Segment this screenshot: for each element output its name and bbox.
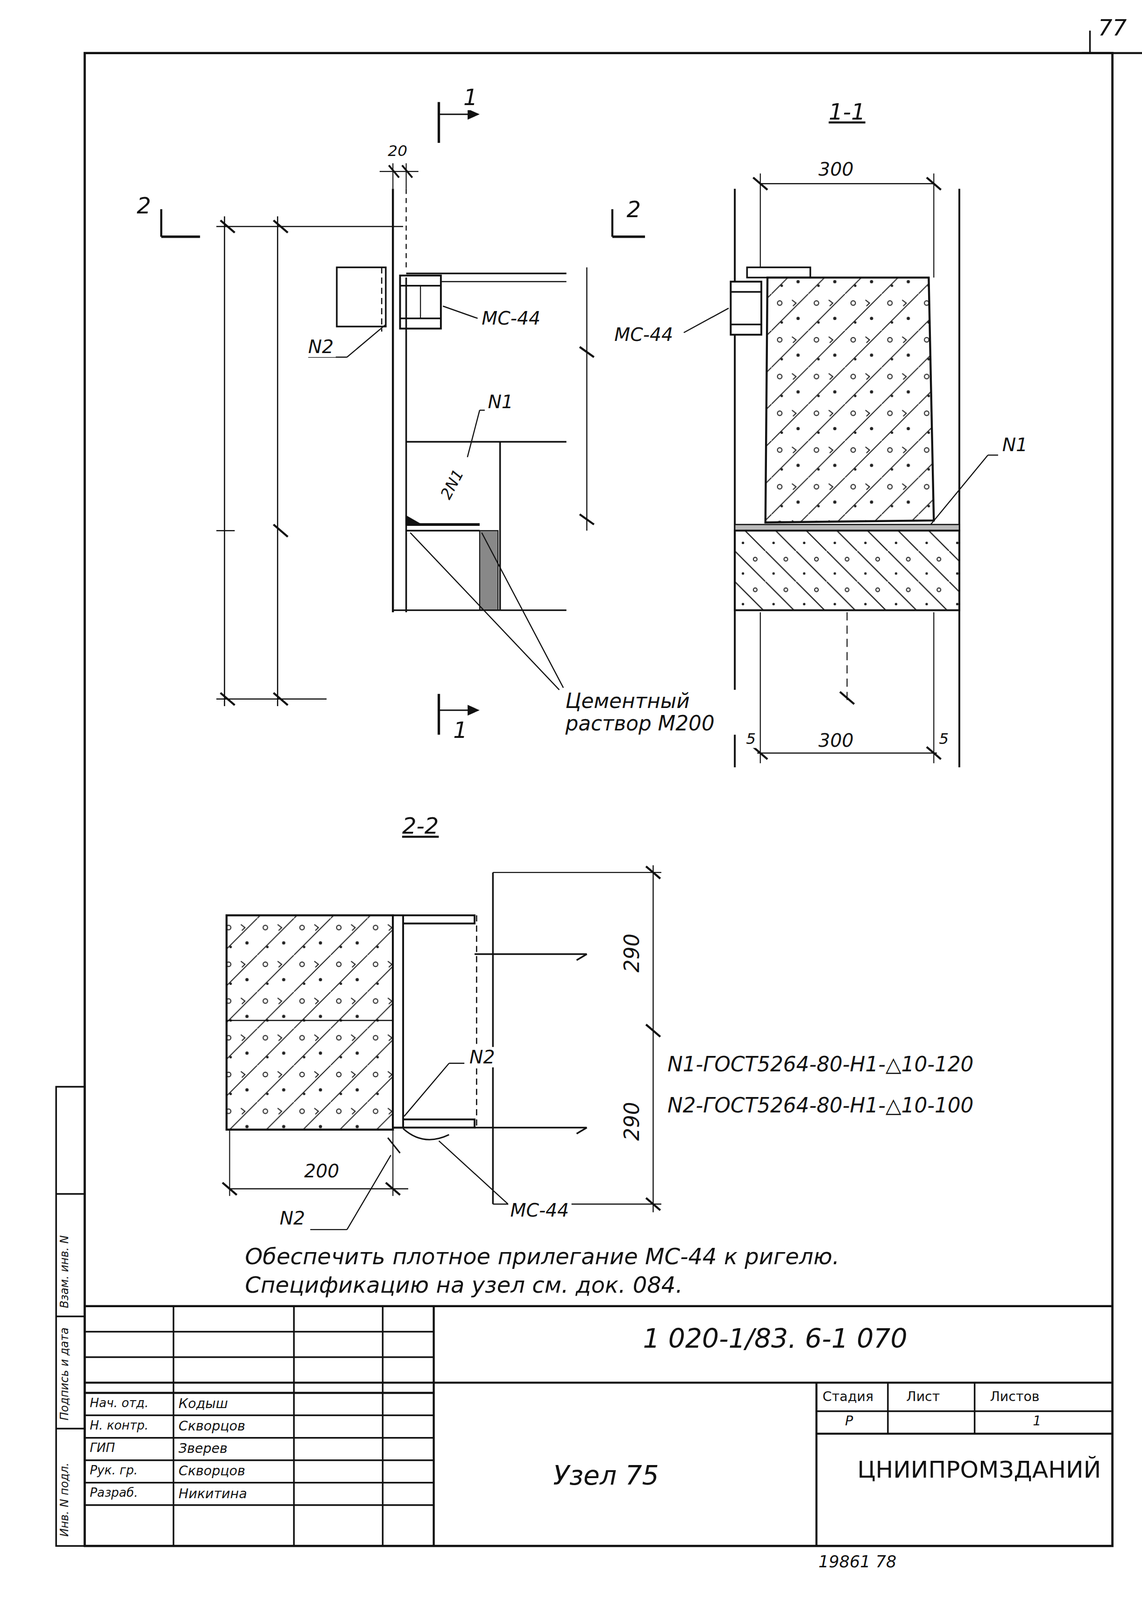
drawing-label: Стадия <box>820 1390 876 1405</box>
drawing-label: 1 <box>1030 1414 1044 1429</box>
drawing-label: Взам. инв. N <box>59 1233 72 1311</box>
drawing-label: N1 <box>1000 434 1030 455</box>
drawing-label: Цементный раствор М200 <box>563 689 741 735</box>
drawing-label: Листов <box>987 1390 1042 1405</box>
drawing-label: 290 <box>620 1099 643 1143</box>
drawing-label: 2-2 <box>400 814 441 840</box>
drawing-label: Спецификацию на узел см. док. 084. <box>242 1273 685 1299</box>
drawing-label: Н. контр. <box>87 1419 151 1433</box>
drawing-label: 19861 78 <box>816 1553 899 1572</box>
drawing-label: Скворцов <box>176 1464 248 1479</box>
drawing-label: 2 <box>134 193 153 219</box>
drawing-label: 20 <box>385 142 410 160</box>
drawing-label: Нач. отд. <box>87 1397 151 1411</box>
drawing-label: МС-44 <box>612 324 675 345</box>
drawing-label: 200 <box>302 1161 342 1182</box>
sheet-title: Узел 75 <box>551 1461 661 1491</box>
drawing-label: Рук. гр. <box>87 1464 140 1478</box>
drawing-label: 77 <box>1096 16 1129 42</box>
drawing-label: ГИП <box>87 1441 118 1456</box>
drawing-label: 2 <box>624 198 643 223</box>
drawing-label: N1-ГОСТ5264-80-Н1-△10-120 <box>665 1053 976 1076</box>
drawing-label: 1 020-1/83. 6-1 070 <box>640 1324 910 1354</box>
drawing-label: Инв. N подл. <box>59 1460 72 1540</box>
drawing-label: Обеспечить плотное прилегание МС-44 к ри… <box>242 1245 842 1270</box>
drawing-label: N2 <box>277 1208 307 1229</box>
drawing-label: N1 <box>485 391 516 412</box>
drawing-label: 2N1 <box>436 465 469 504</box>
drawing-label: Зверев <box>176 1441 230 1457</box>
drawing-label: Разраб. <box>87 1487 141 1501</box>
drawing-label: 290 <box>620 931 643 975</box>
drawing-label: N2 <box>305 336 336 357</box>
drawing-label: 1 <box>461 85 480 111</box>
drawing-label: 1 <box>451 718 470 744</box>
drawing-label: МС-44 <box>479 308 543 329</box>
drawing-label: ЦНИИПРОМЗДАНИЙ <box>855 1457 1104 1483</box>
drawing-label: 300 <box>816 730 856 751</box>
drawing-label: Подпись и дата <box>59 1325 72 1423</box>
drawing-label: N2 <box>467 1047 497 1068</box>
drawing-label: 300 <box>816 159 856 180</box>
drawing-label: 5 <box>936 730 951 748</box>
drawing-label: Р <box>843 1414 856 1429</box>
drawing-label: 5 <box>744 730 759 748</box>
drawing-label: Скворцов <box>176 1419 248 1434</box>
drawing-label: Кодыш <box>176 1397 230 1412</box>
drawing-label: Лист <box>904 1390 943 1405</box>
drawing-label: Никитина <box>176 1487 249 1502</box>
drawing-label: N2-ГОСТ5264-80-Н1-△10-100 <box>665 1093 976 1117</box>
drawing-label: 1-1 <box>826 99 868 125</box>
drawing-label: МС-44 <box>508 1200 571 1221</box>
